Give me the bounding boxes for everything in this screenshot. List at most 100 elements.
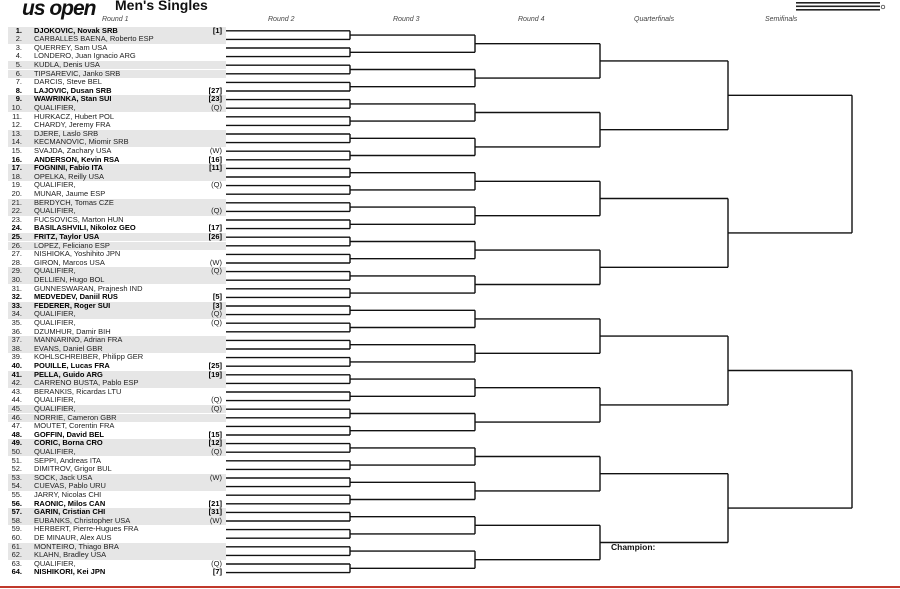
entry-number: 1. xyxy=(15,25,22,35)
player-name: MOUTET, Corentin FRA xyxy=(34,421,115,431)
entry-number: 22. xyxy=(11,206,22,216)
entry-number: 46. xyxy=(11,412,22,422)
entry-number: 64. xyxy=(11,567,22,577)
entry-number: 54. xyxy=(11,481,22,491)
seed-label: (W) xyxy=(209,515,222,525)
entry-number: 29. xyxy=(11,266,22,276)
draw-entry: 48.GOFFIN, David BEL[15] xyxy=(8,429,226,440)
player-name: TIPSAREVIC, Janko SRB xyxy=(34,68,121,78)
entry-number: 57. xyxy=(11,507,22,517)
player-name: DE MINAUR, Alex AUS xyxy=(34,532,112,542)
player-name: GIRON, Marcos USA xyxy=(34,257,105,267)
draw-entry: 15.SVAJDA, Zachary USA(W) xyxy=(8,145,226,156)
entry-number: 16. xyxy=(11,154,22,164)
entry-number: 61. xyxy=(11,541,22,551)
entry-number: 28. xyxy=(11,257,22,267)
player-name: POUILLE, Lucas FRA xyxy=(34,360,110,370)
seed-label: (Q) xyxy=(211,180,222,190)
draw-entry: 25.FRITZ, Taylor USA[26] xyxy=(8,231,226,242)
draw-entry: 46.NORRIE, Cameron GBR xyxy=(8,412,226,423)
draw-entry: 45.QUALIFIER,(Q) xyxy=(8,404,226,414)
player-name: LAJOVIC, Dusan SRB xyxy=(34,85,112,95)
entry-number: 53. xyxy=(11,472,22,482)
entry-number: 4. xyxy=(15,51,22,61)
draw-entry: 5. KUDLA, Denis USA xyxy=(8,59,226,70)
player-name: BERDYCH, Tomas CZE xyxy=(34,197,114,207)
round-header-sf: Semifinals xyxy=(765,16,798,23)
player-name: FRITZ, Taylor USA xyxy=(34,231,100,241)
player-name: GUNNESWARAN, Prajnesh IND xyxy=(34,283,143,293)
seed-label: (Q) xyxy=(211,206,222,216)
entry-number: 44. xyxy=(11,395,22,405)
entry-number: 24. xyxy=(11,223,22,233)
player-name: NISHIOKA, Yoshihito JPN xyxy=(34,249,121,259)
player-name: FOGNINI, Fabio ITA xyxy=(34,163,104,173)
player-name: KUDLA, Denis USA xyxy=(34,59,100,69)
player-name: QUALIFIER, xyxy=(34,206,76,216)
draw-entry: 61.MONTEIRO, Thiago BRA xyxy=(8,541,226,552)
player-name: KLAHN, Bradley USA xyxy=(34,550,107,560)
seed-label: [16] xyxy=(208,154,222,164)
entry-number: 51. xyxy=(11,455,22,465)
seed-label: [3] xyxy=(212,300,222,310)
entry-number: 14. xyxy=(11,137,22,147)
player-name: MUNAR, Jaume ESP xyxy=(34,188,106,198)
player-name: EUBANKS, Christopher USA xyxy=(34,515,131,525)
player-name: MANNARINO, Adrian FRA xyxy=(34,335,123,345)
draw-entry: 10.QUALIFIER,(Q) xyxy=(8,103,226,113)
draw-entry: 37.MANNARINO, Adrian FRA xyxy=(8,335,226,345)
draw-entry: 33.FEDERER, Roger SUI[3] xyxy=(8,300,226,311)
draw-entry: 20.MUNAR, Jaume ESP xyxy=(8,188,226,199)
entry-number: 7. xyxy=(15,77,22,87)
seed-label: [11] xyxy=(209,163,222,173)
player-name: GOFFIN, David BEL xyxy=(34,429,105,439)
draw-entry: 50.QUALIFIER,(Q) xyxy=(8,447,226,457)
draw-entry: 59.HERBERT, Pierre-Hugues FRA xyxy=(8,525,226,534)
player-name: CORIC, Borna CRO xyxy=(34,438,103,448)
seed-label: [21] xyxy=(208,498,222,508)
seed-label: [12] xyxy=(208,438,222,448)
seed-label: [1] xyxy=(212,25,222,35)
entry-number: 8. xyxy=(15,85,22,95)
draw-entry: 9.WAWRINKA, Stan SUI[23] xyxy=(8,95,226,104)
draw-entry: 2.CARBALLES BAENA, Roberto ESP xyxy=(8,34,226,44)
player-name: SEPPI, Andreas ITA xyxy=(34,455,101,465)
draw-entry: 41.PELLA, Guido ARG[19] xyxy=(8,370,226,380)
player-name: QUALIFIER, xyxy=(34,558,76,568)
player-name: DELLIEN, Hugo BOL xyxy=(34,274,105,284)
entry-number: 36. xyxy=(11,326,22,336)
seed-label: [26] xyxy=(208,231,222,241)
player-name: HURKACZ, Hubert POL xyxy=(34,111,115,121)
draw-entry: 38.EVANS, Daniel GBR xyxy=(8,344,226,354)
seed-label: [25] xyxy=(208,360,222,370)
draw-entry: 55.JARRY, Nicolas CHI xyxy=(8,490,226,500)
entry-number: 23. xyxy=(11,214,22,224)
entry-number: 63. xyxy=(11,558,22,568)
seed-label: [27] xyxy=(208,85,222,95)
player-name: QUALIFIER, xyxy=(34,395,76,405)
draw-entry: 22. QUALIFIER, (Q) xyxy=(8,206,226,216)
seed-label: [7] xyxy=(212,567,222,577)
entry-number: 17. xyxy=(11,163,22,173)
draw-entry: 42.CARRENO BUSTA, Pablo ESP xyxy=(8,378,226,388)
draw-entry: 12.CHARDY, Jeremy FRA xyxy=(8,120,226,130)
player-name: DJERE, Laslo SRB xyxy=(34,128,99,138)
player-name: KOHLSCHREIBER, Philipp GER xyxy=(34,352,144,362)
entry-number: 31. xyxy=(11,283,22,293)
seed-label: (W) xyxy=(209,472,222,482)
draw-entry: 6.TIPSAREVIC, Janko SRB xyxy=(8,68,226,79)
draw-entry: 49.CORIC, Borna CRO[12] xyxy=(8,439,226,448)
entry-number: 27. xyxy=(11,249,22,259)
draw-entry: 52.DIMITROV, Grigor BUL xyxy=(8,464,226,474)
player-name: BERANKIS, Ricardas LTU xyxy=(34,386,122,396)
player-name: RAONIC, Milos CAN xyxy=(34,498,106,508)
entry-number: 30. xyxy=(11,274,22,284)
draw-entry: 51. SEPPI, Andreas ITA xyxy=(8,455,226,466)
entry-number: 2. xyxy=(15,34,22,44)
player-name: SVAJDA, Zachary USA xyxy=(34,145,112,155)
seed-label: [15] xyxy=(208,429,222,439)
draw-entry: 47.MOUTET, Corentin FRA xyxy=(8,421,226,431)
player-name: CHARDY, Jeremy FRA xyxy=(34,120,111,130)
draw-entry: 13.DJERE, Laslo SRB xyxy=(8,128,226,139)
entry-number: 5. xyxy=(15,59,22,69)
